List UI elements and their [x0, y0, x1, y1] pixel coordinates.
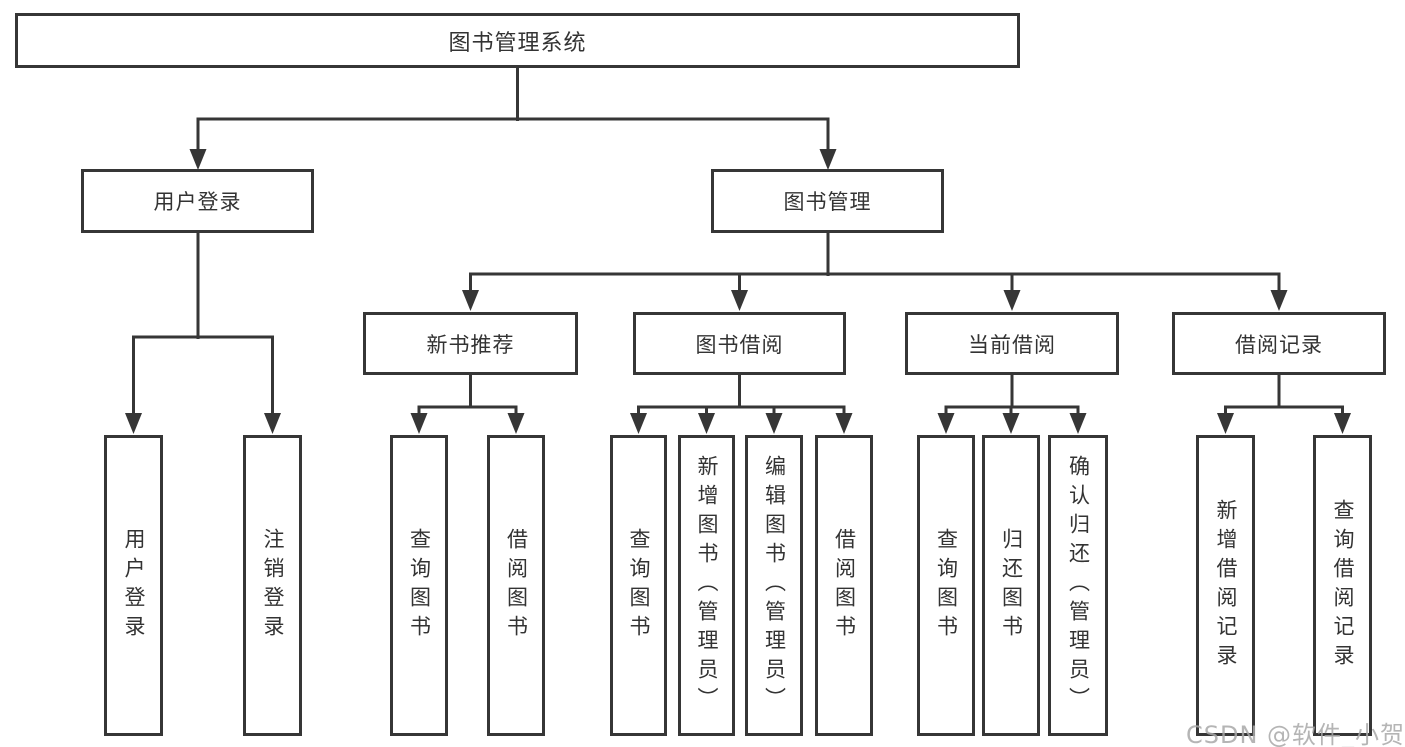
arrowhead: [462, 290, 479, 311]
leaf-borrow-books-recommend: 借阅图书: [487, 435, 545, 736]
leaf-user-login: 用户登录: [104, 435, 163, 736]
leaf-confirm-return-admin: 确认归还（管理员）: [1048, 435, 1108, 736]
arrowhead: [189, 149, 207, 170]
arrowhead: [731, 290, 748, 311]
leaf-add-books-admin: 新增图书（管理员）: [678, 435, 735, 736]
leaf-return-books: 归还图书: [982, 435, 1040, 736]
node-book-management: 图书管理: [711, 169, 944, 233]
node-root-library-system: 图书管理系统: [15, 13, 1020, 68]
node-new-book-recommend: 新书推荐: [363, 312, 578, 375]
node-user-login: 用户登录: [81, 169, 314, 233]
leaf-query-books-borrow: 查询图书: [610, 435, 667, 736]
leaf-query-borrow-record: 查询借阅记录: [1313, 435, 1372, 736]
arrowhead: [1069, 413, 1087, 434]
node-book-borrow: 图书借阅: [633, 312, 846, 375]
leaf-edit-books-admin: 编辑图书（管理员）: [745, 435, 803, 736]
arrowhead: [630, 413, 647, 434]
node-current-borrow: 当前借阅: [905, 312, 1119, 375]
leaf-logout: 注销登录: [243, 435, 302, 736]
arrowhead: [507, 413, 525, 434]
arrowhead: [1270, 290, 1288, 311]
leaf-borrow-books: 借阅图书: [815, 435, 873, 736]
arrowhead: [125, 413, 142, 434]
arrowhead: [937, 413, 955, 434]
arrowhead: [1217, 413, 1234, 434]
node-borrow-records: 借阅记录: [1172, 312, 1386, 375]
arrowhead: [410, 413, 428, 434]
csdn-watermark: CSDN @软件_小贺同学: [1186, 721, 1405, 747]
arrowhead: [698, 413, 715, 434]
arrowhead: [264, 413, 281, 434]
leaf-query-books-recommend: 查询图书: [390, 435, 448, 736]
arrowhead: [1003, 290, 1021, 311]
arrowhead: [819, 149, 837, 170]
arrowhead: [1334, 413, 1351, 434]
leaf-add-borrow-record: 新增借阅记录: [1196, 435, 1255, 736]
arrowhead: [835, 413, 853, 434]
leaf-query-books-current: 查询图书: [917, 435, 975, 736]
arrowhead: [765, 413, 783, 434]
arrowhead: [1002, 413, 1020, 434]
